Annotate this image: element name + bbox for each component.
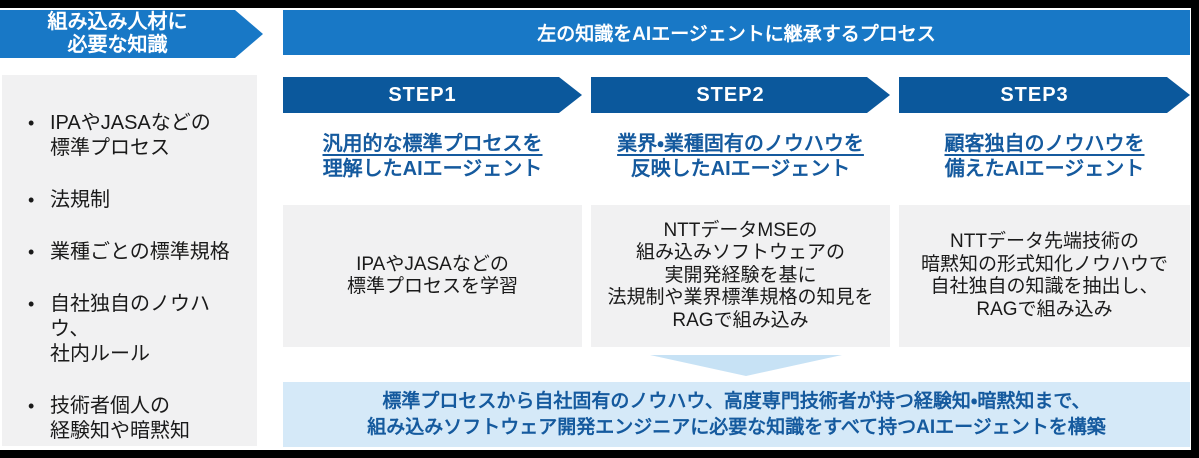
step1-arrow-banner: STEP1	[283, 77, 582, 113]
step1-title: 汎用的な標準プロセスを 理解したAIエージェント	[283, 132, 582, 182]
list-item: • 法規制	[28, 188, 249, 213]
step3-arrow-banner: STEP3	[899, 77, 1190, 113]
step3-label: STEP3	[1000, 83, 1069, 106]
bottom-letterbox-bar	[0, 450, 1199, 458]
right-letterbox-bar	[1191, 0, 1199, 458]
left-knowledge-header-label: 組み込み人材に 必要な知識	[47, 11, 188, 56]
step3-title-line2: 備えたAIエージェント	[944, 158, 1145, 180]
bullet-icon: •	[28, 294, 35, 314]
list-item: • 業種ごとの標準規格	[28, 240, 249, 265]
conclusion-text: 標準プロセスから自社固有のノウハウ、高度専門技術者が持つ経験知・暗黙知まで、 組…	[367, 390, 1106, 438]
step1-title-line1: 汎用的な標準プロセスを	[322, 133, 543, 155]
list-item: • 技術者個人の 経験知や暗黙知	[28, 394, 249, 444]
step1-label: STEP1	[388, 83, 457, 106]
list-item-text: IPAやJASAなどの 標準プロセス	[50, 112, 211, 159]
step2-description: NTTデータMSEの 組み込みソフトウェアの 実開発経験を基に 法規制や業界標準…	[607, 219, 874, 331]
step3-title-line1: 顧客独自のノウハウを	[944, 133, 1145, 155]
bullet-icon: •	[28, 396, 35, 416]
step2-description-box: NTTデータMSEの 組み込みソフトウェアの 実開発経験を基に 法規制や業界標準…	[591, 205, 890, 347]
list-item: • 自社独自のノウハウ、 社内ルール	[28, 292, 249, 367]
step2-title-line2: 反映したAIエージェント	[630, 158, 851, 180]
knowledge-list-box: • IPAやJASAなどの 標準プロセス • 法規制 • 業種ごとの標準規格 •…	[2, 75, 257, 446]
step1-description: IPAやJASAなどの 標準プロセスを学習	[346, 253, 518, 298]
step3-description-box: NTTデータ先端技術の 暗黙知の形式知化ノウハウで 自社独自の知識を抽出し、 R…	[899, 205, 1190, 347]
bullet-icon: •	[28, 113, 35, 133]
list-item-text: 自社独自のノウハウ、 社内ルール	[50, 293, 210, 365]
step2-label: STEP2	[696, 83, 765, 106]
step3-description: NTTデータ先端技術の 暗黙知の形式知化ノウハウで 自社独自の知識を抽出し、 R…	[920, 231, 1168, 320]
steps-row: STEP1 汎用的な標準プロセスを 理解したAIエージェント IPAやJASAな…	[283, 77, 1190, 347]
step1-title-line2: 理解したAIエージェント	[322, 158, 543, 180]
step2-arrow-banner: STEP2	[591, 77, 890, 113]
step1-description-box: IPAやJASAなどの 標準プロセスを学習	[283, 205, 582, 347]
bullet-icon: •	[28, 190, 35, 210]
step3-title: 顧客独自のノウハウを 備えたAIエージェント	[899, 132, 1190, 182]
list-item: • IPAやJASAなどの 標準プロセス	[28, 111, 249, 161]
step2-title-line1: 業界・業種固有のノウハウを	[617, 133, 864, 155]
conclusion-box: 標準プロセスから自社固有のノウハウ、高度専門技術者が持つ経験知・暗黙知まで、 組…	[283, 382, 1190, 447]
list-item-text: 法規制	[50, 189, 110, 211]
list-item-text: 技術者個人の 経験知や暗黙知	[50, 395, 190, 442]
process-header-banner: 左の知識をAIエージェントに継承するプロセス	[283, 10, 1190, 55]
process-header-label: 左の知識をAIエージェントに継承するプロセス	[537, 24, 936, 45]
bullet-icon: •	[28, 242, 35, 262]
left-knowledge-header-arrow: 組み込み人材に 必要な知識	[0, 10, 263, 58]
list-item-text: 業種ごとの標準規格	[50, 241, 230, 263]
step3-column: STEP3 顧客独自のノウハウを 備えたAIエージェント NTTデータ先端技術の…	[899, 77, 1190, 347]
step2-column: STEP2 業界・業種固有のノウハウを 反映したAIエージェント NTTデータM…	[591, 77, 890, 347]
step1-column: STEP1 汎用的な標準プロセスを 理解したAIエージェント IPAやJASAな…	[283, 77, 582, 347]
down-arrow-icon	[650, 355, 842, 376]
top-letterbox-bar	[0, 0, 1199, 8]
step2-title: 業界・業種固有のノウハウを 反映したAIエージェント	[591, 132, 890, 182]
